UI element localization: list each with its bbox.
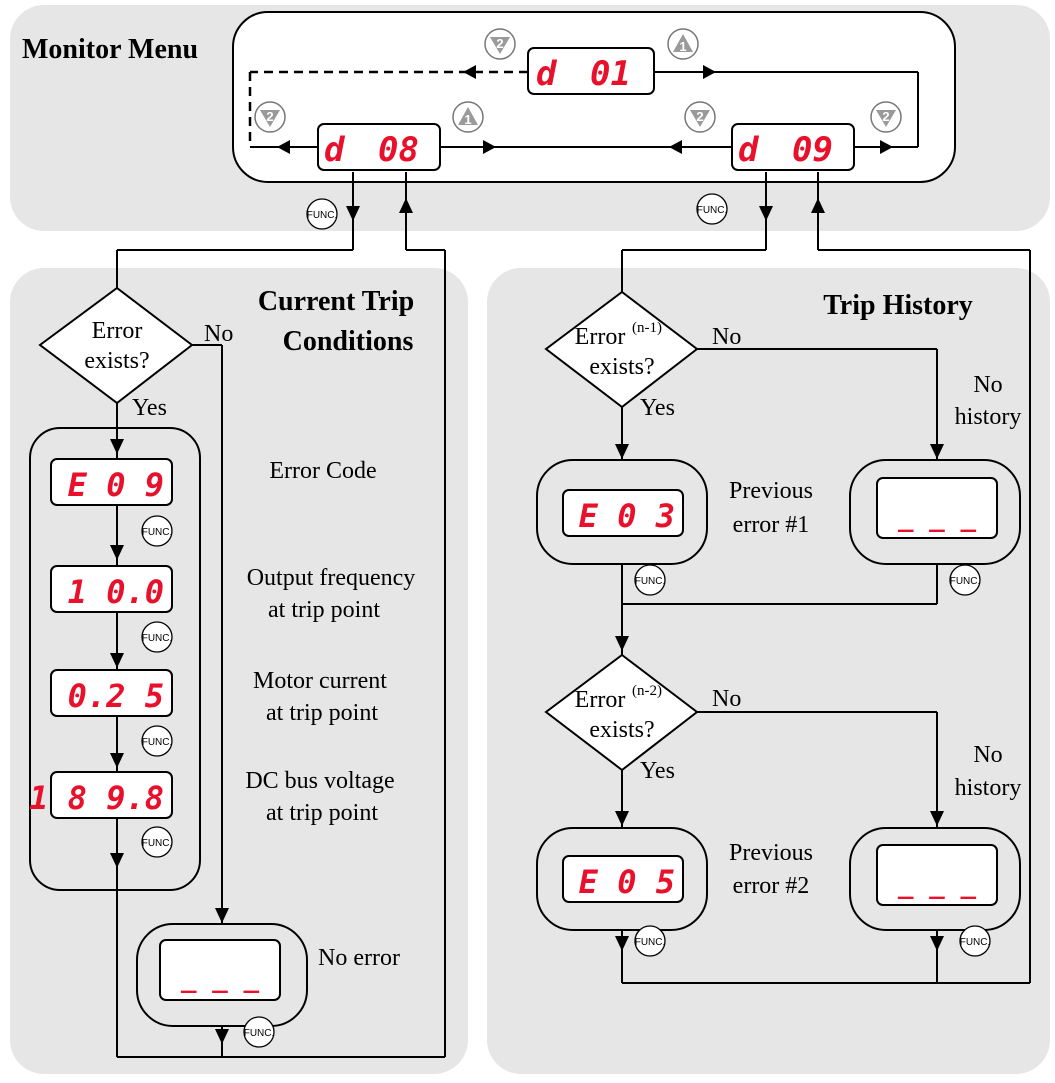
svg-text:FUNC.: FUNC. xyxy=(142,838,173,849)
svg-text:E 0 3: E 0 3 xyxy=(579,497,675,535)
svg-text:2: 2 xyxy=(696,109,703,124)
func-key-icon: FUNC. xyxy=(141,621,173,653)
error-n1-exists-decision: Error (n-1) exists? xyxy=(544,290,699,409)
monitor-menu-title: Monitor Menu xyxy=(22,34,198,65)
display-d01-prefix: d xyxy=(536,54,558,94)
down-key-icon: 2 xyxy=(870,101,902,133)
previous-error-2-label-2: error #2 xyxy=(733,873,810,899)
svg-text:FUNC.: FUNC. xyxy=(307,210,338,221)
no-label: No xyxy=(712,686,741,712)
svg-text:_ _ _: _ _ _ xyxy=(898,503,977,533)
down-key-icon: 2 xyxy=(254,101,286,133)
no-history-label-1: No xyxy=(973,372,1002,398)
display-d08-code: 08 xyxy=(378,130,419,170)
current-trip-title-line2: Conditions xyxy=(283,326,414,357)
svg-text:FUNC.: FUNC. xyxy=(950,576,981,587)
svg-text:FUNC.: FUNC. xyxy=(244,1028,275,1039)
desc-output-frequency-2: at trip point xyxy=(268,597,380,623)
previous-error-1-label-2: error #1 xyxy=(733,512,810,538)
no-label: No xyxy=(712,324,741,350)
no-history-label-2b: history xyxy=(955,775,1022,801)
svg-text:FUNC.: FUNC. xyxy=(142,737,173,748)
no-history-2-display: _ _ _ xyxy=(876,844,998,906)
desc-output-frequency-1: Output frequency xyxy=(247,565,416,591)
up-key-icon: 1 xyxy=(452,101,484,133)
no-label: No xyxy=(204,321,233,347)
up-key-icon: 1 xyxy=(667,28,699,60)
error-exists-decision: Error exists? xyxy=(38,286,194,405)
yes-label: Yes xyxy=(640,758,675,784)
svg-text:E 0 9: E 0 9 xyxy=(68,466,164,504)
func-key-icon: FUNC. xyxy=(634,564,666,596)
svg-text:(n-1): (n-1) xyxy=(632,320,662,336)
func-key-icon: FUNC. xyxy=(141,515,173,547)
svg-text:FUNC.: FUNC. xyxy=(635,937,666,948)
svg-text:0.2 5: 0.2 5 xyxy=(68,677,164,715)
func-key-icon: FUNC. xyxy=(306,198,338,230)
desc-dc-bus-1: DC bus voltage xyxy=(245,768,394,794)
func-key-icon: FUNC. xyxy=(243,1016,275,1048)
svg-text:FUNC.: FUNC. xyxy=(697,205,728,216)
func-key-icon: FUNC. xyxy=(949,564,981,596)
display-d09-prefix: d xyxy=(738,130,760,170)
svg-text:Error: Error xyxy=(575,324,626,350)
display-d08-prefix: d xyxy=(324,130,346,170)
display-d09: d 09 xyxy=(731,123,855,171)
down-key-icon: 2 xyxy=(484,28,516,60)
no-history-1-display: _ _ _ xyxy=(876,477,998,539)
svg-text:FUNC.: FUNC. xyxy=(142,633,173,644)
svg-text:_ _ _: _ _ _ xyxy=(898,870,977,900)
no-history-label-2: No xyxy=(973,742,1002,768)
svg-text:2: 2 xyxy=(496,36,503,51)
svg-text:FUNC.: FUNC. xyxy=(142,527,173,538)
error-code-display: E 0 9 xyxy=(50,458,173,506)
no-error-display: _ _ _ xyxy=(159,939,281,1001)
svg-text:_ _ _: _ _ _ xyxy=(181,964,260,994)
yes-label: Yes xyxy=(132,395,167,421)
display-d08: d 08 xyxy=(317,123,441,171)
no-error-label: No error xyxy=(318,945,400,971)
svg-text:FUNC.: FUNC. xyxy=(635,576,666,587)
svg-text:E 0 5: E 0 5 xyxy=(579,863,675,901)
svg-text:2: 2 xyxy=(882,109,889,124)
yes-label: Yes xyxy=(640,395,675,421)
previous-error-1-display: E 0 3 xyxy=(562,489,684,537)
func-key-icon: FUNC. xyxy=(141,826,173,858)
current-trip-title-line1: Current Trip xyxy=(258,286,414,317)
previous-error-2-label-1: Previous xyxy=(729,840,813,866)
desc-dc-bus-2: at trip point xyxy=(266,800,378,826)
desc-motor-current-1: Motor current xyxy=(253,668,387,694)
func-key-icon: FUNC. xyxy=(959,925,991,957)
svg-text:FUNC.: FUNC. xyxy=(960,937,991,948)
svg-text:1: 1 xyxy=(679,39,686,54)
svg-text:Error: Error xyxy=(92,318,143,344)
svg-text:(n-2): (n-2) xyxy=(632,683,662,699)
dc-bus-voltage-display: 1 8 9.8 xyxy=(29,771,173,819)
svg-text:exists?: exists? xyxy=(84,348,149,374)
svg-text:2: 2 xyxy=(266,109,273,124)
trip-history-title: Trip History xyxy=(823,290,973,321)
svg-text:exists?: exists? xyxy=(589,717,654,743)
output-frequency-display: 1 0.0 xyxy=(50,565,173,613)
motor-current-display: 0.2 5 xyxy=(50,669,173,717)
desc-error-code: Error Code xyxy=(269,458,376,484)
svg-text:1: 1 xyxy=(464,112,471,127)
svg-text:1 8 9.8: 1 8 9.8 xyxy=(29,779,164,817)
display-d01-code: 01 xyxy=(590,54,631,94)
svg-text:exists?: exists? xyxy=(589,354,654,380)
previous-error-1-label-1: Previous xyxy=(729,478,813,504)
display-d01: d 01 xyxy=(527,47,655,95)
desc-motor-current-2: at trip point xyxy=(266,700,378,726)
func-key-icon: FUNC. xyxy=(634,925,666,957)
down-key-icon: 2 xyxy=(684,101,716,133)
func-key-icon: FUNC. xyxy=(696,193,728,225)
svg-text:Error: Error xyxy=(575,687,626,713)
svg-text:1 0.0: 1 0.0 xyxy=(68,573,164,611)
display-d09-code: 09 xyxy=(792,130,833,170)
func-key-icon: FUNC. xyxy=(141,725,173,757)
no-history-label-1b: history xyxy=(955,404,1022,430)
previous-error-2-display: E 0 5 xyxy=(562,855,684,903)
